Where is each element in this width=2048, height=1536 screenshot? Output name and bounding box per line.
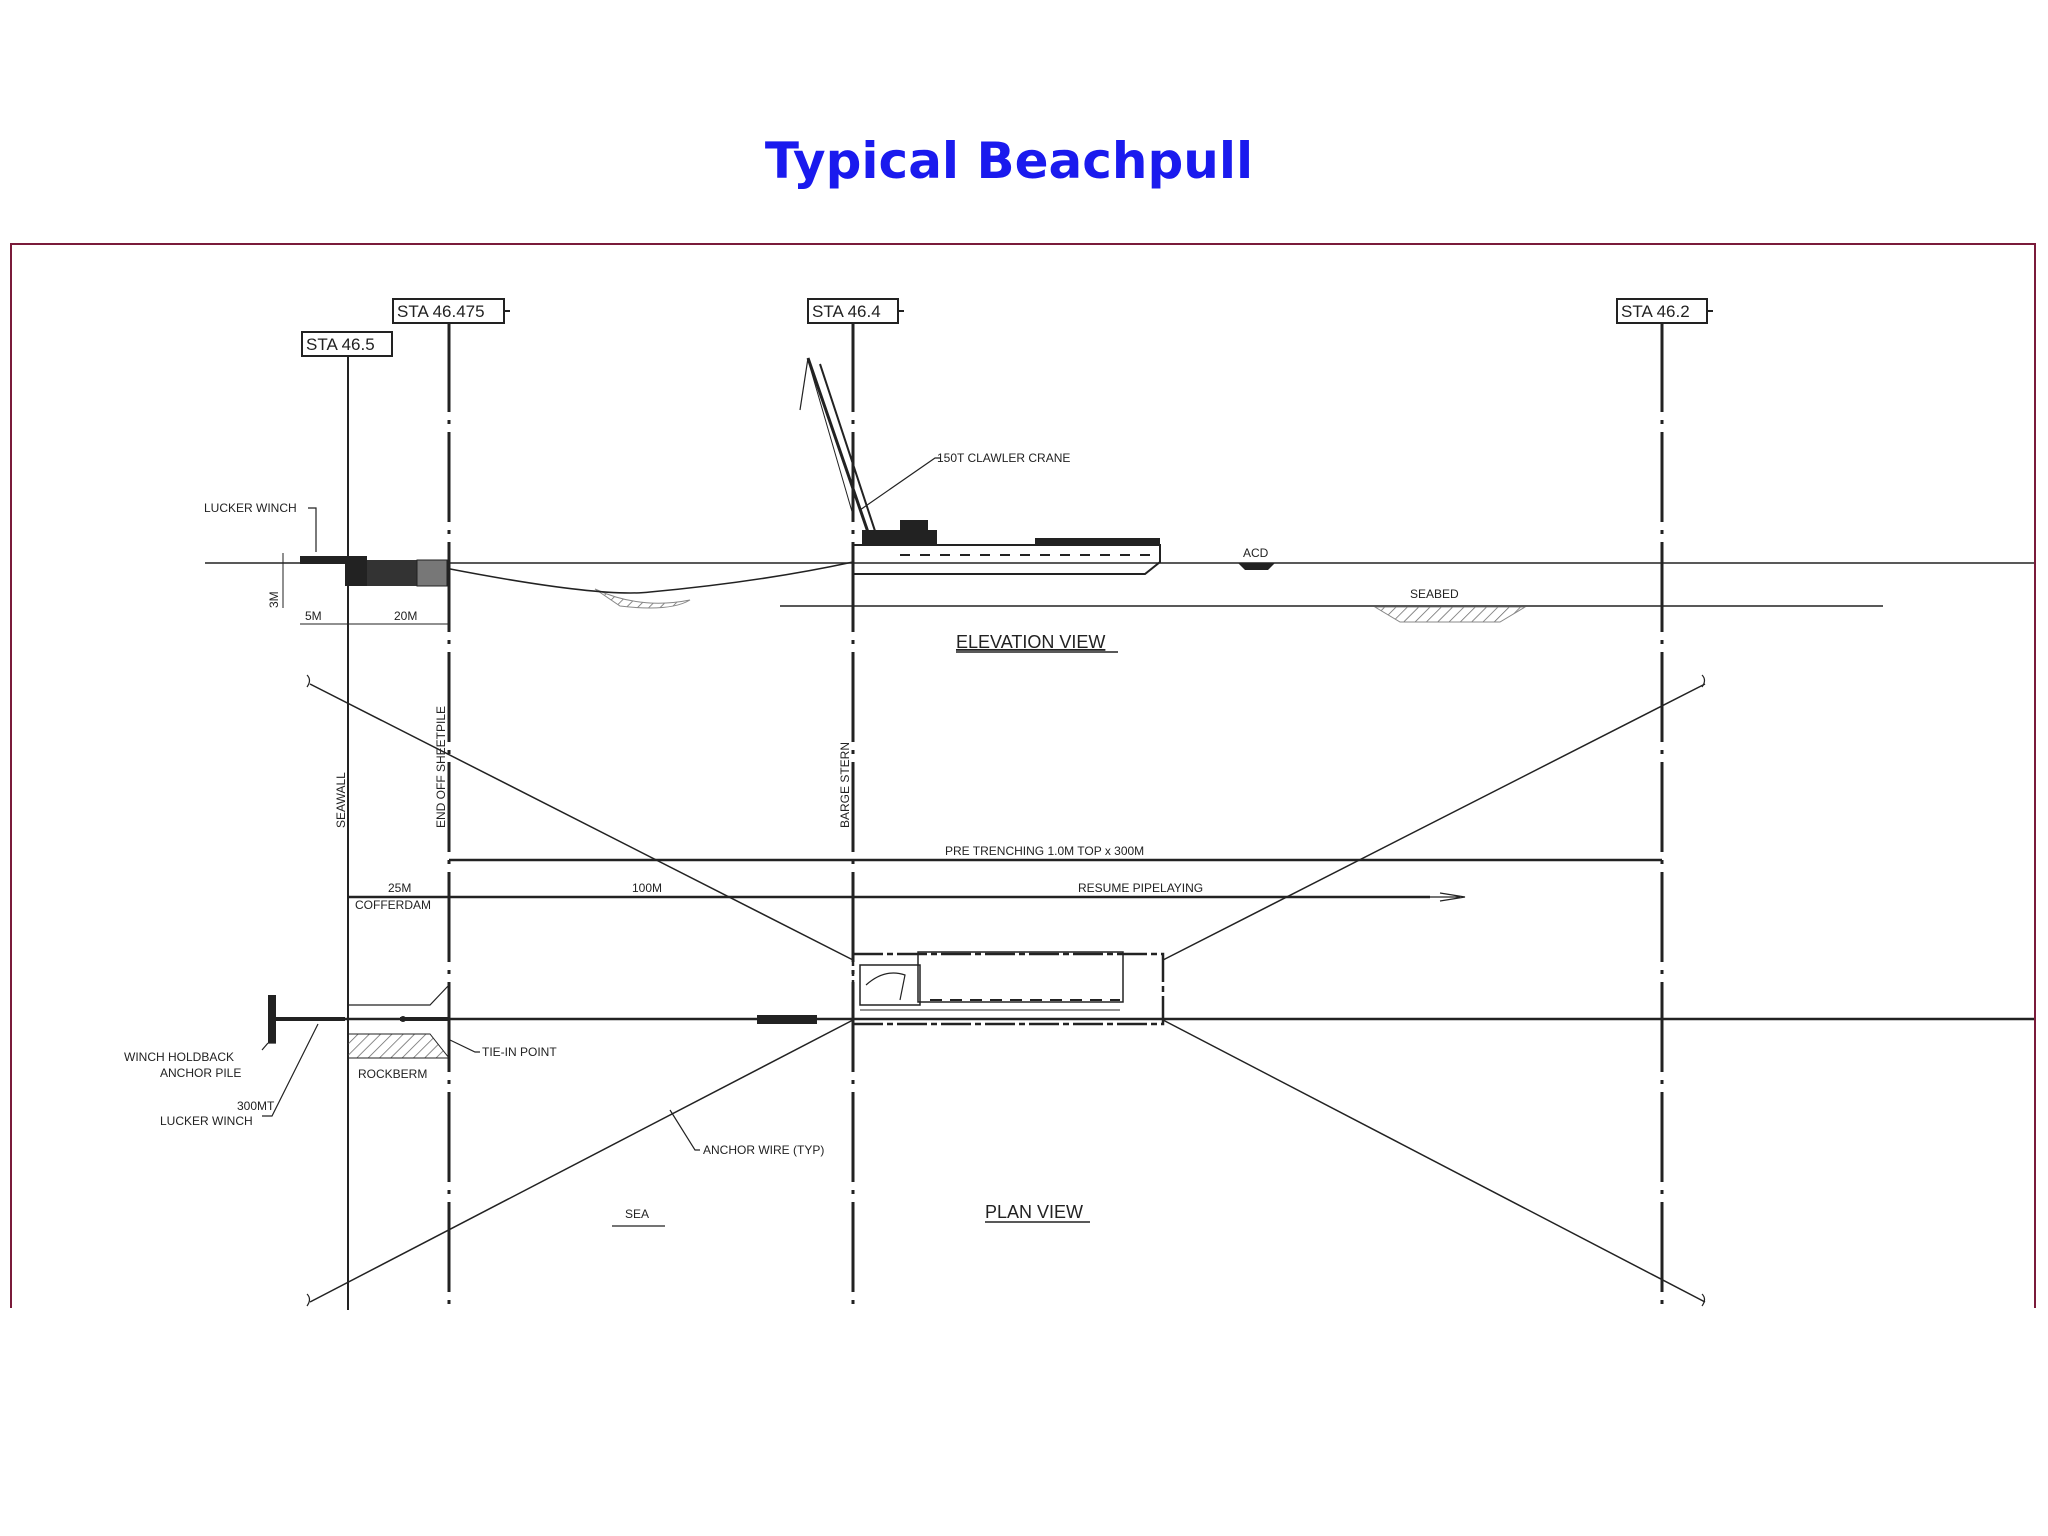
crawler-crane — [799, 357, 877, 539]
tie-in-point-label: TIE-IN POINT — [482, 1045, 557, 1059]
barge-elevation — [852, 520, 1161, 575]
pipe-catenary — [444, 561, 854, 594]
station-label-46475: STA 46.475 — [397, 302, 485, 321]
plan-view-label: PLAN VIEW — [985, 1202, 1083, 1222]
elevation-view: LUCKER WINCH 3M 5M 20M 150T CLAWLER CRAN… — [204, 357, 2034, 653]
pipe-bundle-end — [416, 559, 448, 587]
anchor-wire-se — [1162, 1019, 1706, 1303]
dim-5m-label: 5M — [305, 609, 322, 623]
anchor-wire-sw — [309, 1019, 854, 1303]
lucker-winch-block — [300, 556, 348, 564]
station-label-462: STA 46.2 — [1621, 302, 1690, 321]
dim-20m-label: 20M — [394, 609, 417, 623]
rockberm-shape — [347, 1033, 451, 1059]
pull-head — [345, 556, 367, 586]
sea-label: SEA — [625, 1207, 649, 1221]
acd-label: ACD — [1243, 546, 1269, 560]
anchor-wire-label: ANCHOR WIRE (TYP) — [703, 1143, 824, 1157]
station-label-464: STA 46.4 — [812, 302, 881, 321]
pipeline-pull-section — [757, 1015, 817, 1024]
rockberm-label: ROCKBERM — [358, 1067, 427, 1081]
crane-label: 150T CLAWLER CRANE — [937, 451, 1070, 465]
station-lines — [347, 322, 1664, 1310]
station-tag-462: STA 46.2 — [1616, 298, 1713, 324]
slide-title: Typical Beachpull — [764, 132, 1254, 190]
end-sheetpile-label: END OFF SHEETPILE — [434, 706, 448, 828]
station-tag-464: STA 46.4 — [807, 298, 904, 324]
seabed-hatch-2 — [1373, 606, 1527, 623]
pipe-bundle — [367, 560, 417, 586]
holdback-anchor-pile — [268, 995, 276, 1043]
winch-holdback-label: WINCH HOLDBACK — [124, 1050, 234, 1064]
anchor-pile-label: ANCHOR PILE — [160, 1066, 241, 1080]
plan-view: SEAWALL END OFF SHEETPILE BARGE STERN PR… — [124, 674, 2034, 1307]
seabed-hatch-1 — [594, 588, 691, 609]
seabed-label: SEABED — [1410, 587, 1459, 601]
station-label-465: STA 46.5 — [306, 335, 375, 354]
station-tag-46475: STA 46.475 — [392, 298, 510, 324]
lucker-300mt-label: 300MT — [237, 1099, 275, 1113]
tie-in-marker — [400, 1016, 406, 1022]
barge-stern-label: BARGE STERN — [838, 742, 852, 828]
acd-marker — [1238, 563, 1275, 570]
lucker-winch-plan-label: LUCKER WINCH — [160, 1114, 253, 1128]
lucker-winch-label: LUCKER WINCH — [204, 501, 297, 515]
barge-plan — [851, 951, 1165, 1026]
dim-25m-label: 25M — [388, 881, 411, 895]
dim-3m-label: 3M — [267, 591, 281, 608]
resume-pipelaying-label: RESUME PIPELAYING — [1078, 881, 1203, 895]
station-tag-465: STA 46.5 — [301, 331, 393, 357]
anchor-wire-nw — [309, 683, 854, 961]
dim-100m-label: 100M — [632, 881, 662, 895]
elevation-view-label: ELEVATION VIEW — [956, 632, 1105, 652]
seawall-label: SEAWALL — [334, 772, 348, 828]
drawing-frame — [10, 243, 2036, 1308]
anchor-wire-ne — [1162, 683, 1706, 961]
pre-trenching-label: PRE TRENCHING 1.0M TOP x 300M — [945, 844, 1144, 858]
cofferdam-label: COFFERDAM — [355, 898, 431, 912]
